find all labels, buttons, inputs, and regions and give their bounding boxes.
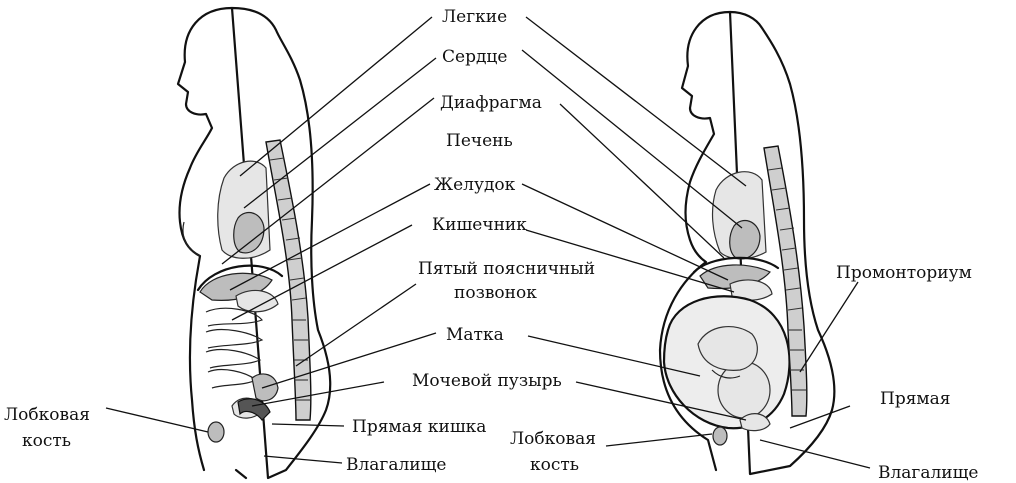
label-fifth-lumbar-2: позвонок bbox=[454, 283, 537, 303]
leader-vagina-right bbox=[760, 440, 870, 468]
label-vagina-left: Влагалище bbox=[346, 455, 446, 475]
leader-uterus-left bbox=[262, 333, 436, 388]
leader-pubic-right bbox=[606, 434, 712, 446]
left-pubic-bone bbox=[208, 422, 224, 442]
leader-diaphragm-right bbox=[560, 104, 724, 258]
label-vagina-right: Влагалище bbox=[878, 463, 978, 483]
label-pubic-left-2: кость bbox=[22, 431, 71, 451]
leader-heart-left bbox=[244, 58, 436, 208]
right-pubic-bone bbox=[713, 427, 727, 445]
label-stomach: Желудок bbox=[434, 175, 516, 195]
leader-rectum-left bbox=[272, 424, 344, 426]
left-intestine bbox=[206, 308, 262, 388]
left-stomach bbox=[236, 290, 278, 311]
label-fifth-lumbar-1: Пятый поясничный bbox=[418, 259, 595, 279]
label-pubic-left-1: Лобковая bbox=[4, 405, 90, 425]
label-rectum-right: Прямая bbox=[880, 389, 951, 409]
label-bladder: Мочевой пузырь bbox=[412, 371, 562, 391]
label-liver: Печень bbox=[446, 131, 513, 151]
label-pubic-right-1: Лобковая bbox=[510, 429, 596, 449]
label-pubic-right-2: кость bbox=[530, 455, 579, 475]
leader-lungs-right bbox=[526, 17, 746, 186]
leader-heart-right bbox=[522, 50, 742, 228]
label-diaphragm: Диафрагма bbox=[440, 93, 542, 113]
left-figure-nonpregnant bbox=[178, 8, 330, 478]
label-rectum: Прямая кишка bbox=[352, 417, 486, 437]
label-uterus: Матка bbox=[446, 325, 504, 345]
label-promontory: Промонториум bbox=[836, 263, 972, 283]
label-heart: Сердце bbox=[442, 47, 507, 67]
label-lungs: Легкие bbox=[442, 7, 507, 27]
leader-lungs-left bbox=[240, 17, 432, 176]
label-intestine: Кишечник bbox=[432, 215, 527, 235]
leader-vagina-left bbox=[264, 456, 342, 463]
left-breast bbox=[183, 222, 200, 256]
right-figure-pregnant bbox=[660, 12, 834, 474]
